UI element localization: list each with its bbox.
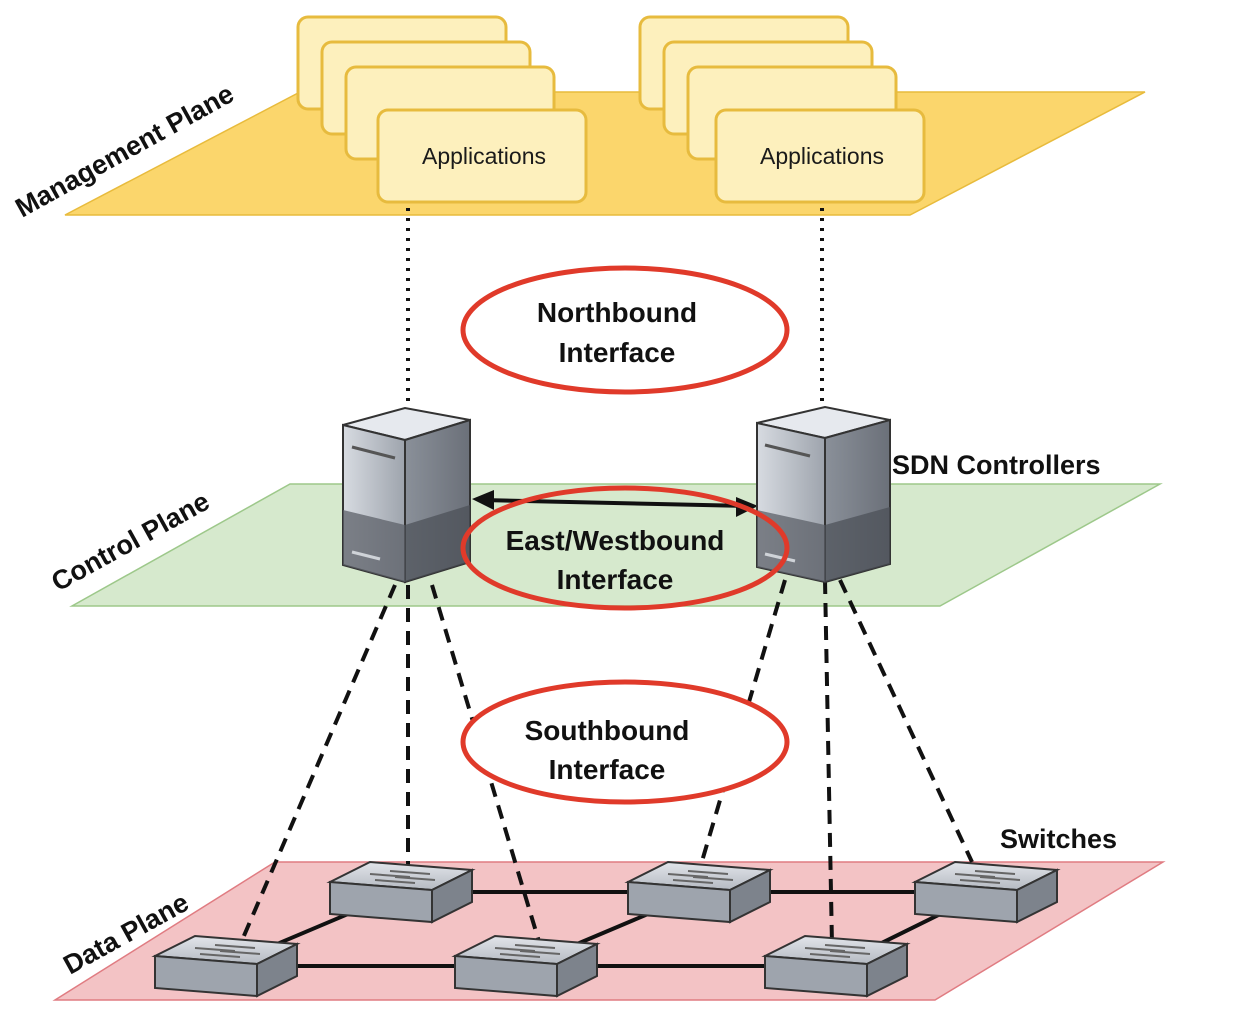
switch (326, 860, 476, 924)
sdn-controller-right (756, 405, 891, 584)
southbound-label-line2: Interface (549, 754, 666, 785)
switch (624, 860, 774, 924)
sdn-controller-left (342, 406, 471, 584)
switch (451, 934, 601, 998)
switch (761, 934, 911, 998)
east-westbound-label-line1: East/Westbound (506, 525, 725, 556)
northbound-label-line1: Northbound (537, 297, 697, 328)
switches-label: Switches (1000, 824, 1117, 854)
applications-label-left: Applications (422, 143, 546, 169)
application-stack-left: Applications (296, 15, 588, 204)
east-westbound-interface: East/Westbound Interface (460, 485, 790, 611)
northbound-label-line2: Interface (559, 337, 676, 368)
switch (911, 860, 1061, 924)
east-westbound-label-line2: Interface (557, 564, 674, 595)
switch (151, 934, 301, 998)
southbound-label-line1: Southbound (525, 715, 690, 746)
sdn-controllers-label: SDN Controllers (892, 450, 1101, 480)
applications-label-right: Applications (760, 143, 884, 169)
northbound-interface: Northbound Interface (460, 265, 790, 395)
southbound-interface: Southbound Interface (460, 679, 790, 805)
application-stack-right: Applications (638, 15, 926, 204)
